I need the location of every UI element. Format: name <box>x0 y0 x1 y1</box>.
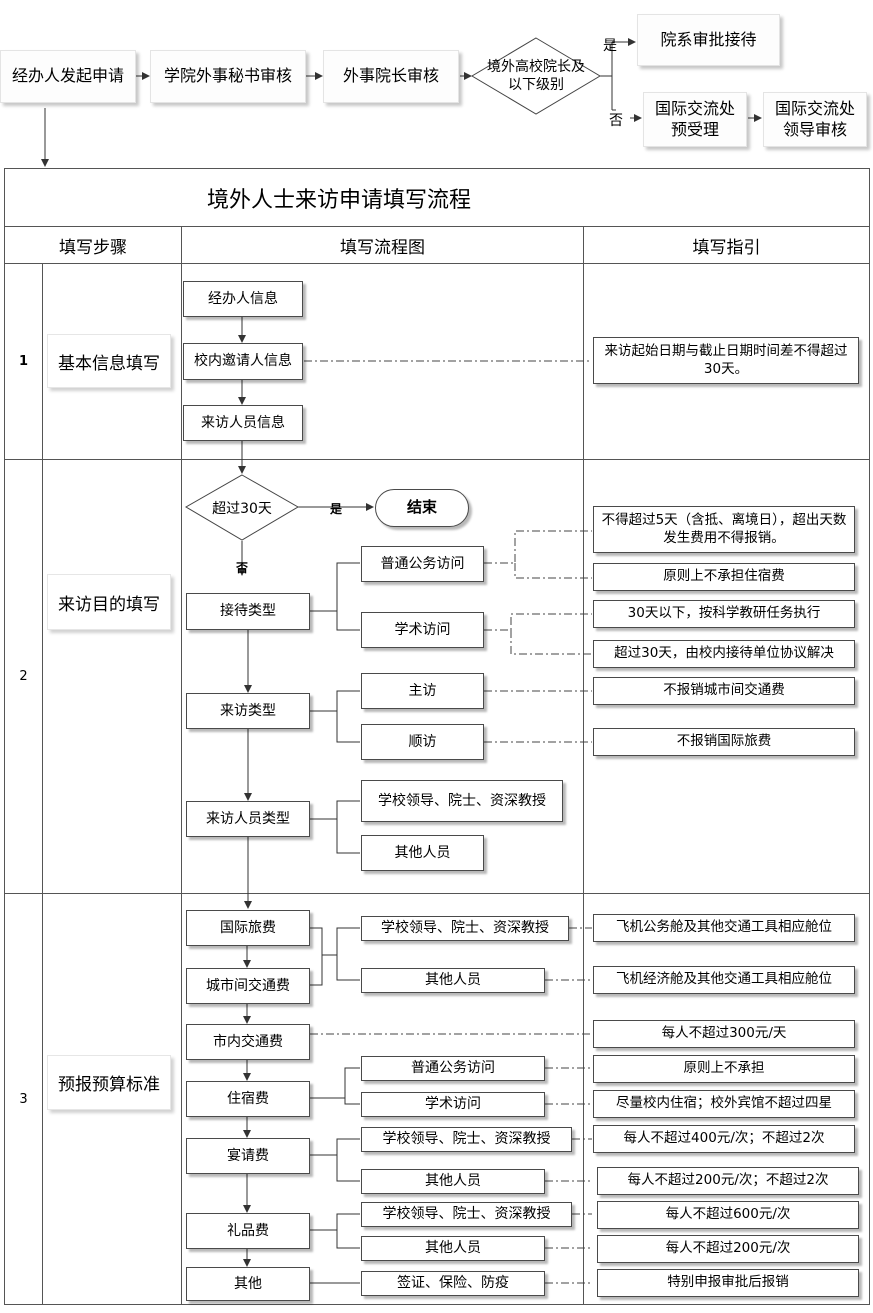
guide-lodging-normal: 原则上不承担 <box>593 1055 855 1083</box>
guide-no-lodging: 原则上不承担住宿费 <box>593 563 855 591</box>
box-visa-insurance: 签证、保险、防疫 <box>361 1271 545 1296</box>
box-intl-travel: 国际旅费 <box>186 910 310 946</box>
box-banquet: 宴请费 <box>186 1138 310 1174</box>
box-travel-others: 其他人员 <box>361 968 545 993</box>
box-visitor-leaders: 学校领导、院士、资深教授 <box>361 780 563 822</box>
box-visitor-info: 来访人员信息 <box>183 405 303 441</box>
guide-banquet-leaders: 每人不超过400元/次；不超过2次 <box>593 1125 855 1153</box>
guide-academic-over-30: 超过30天，由校内接待单位协议解决 <box>593 640 855 668</box>
box-reception-type: 接待类型 <box>186 593 310 630</box>
step-label-visit-purpose: 来访目的填写 <box>47 574 171 630</box>
box-banquet-others: 其他人员 <box>361 1169 545 1194</box>
top-step-dean-review: 外事院长审核 <box>323 50 459 103</box>
guide-business-class: 飞机公务舱及其他交通工具相应舱位 <box>593 914 855 942</box>
box-gift-leaders: 学校领导、院士、资深教授 <box>361 1202 572 1227</box>
guide-30-day-limit: 来访起始日期与截止日期时间差不得超过30天。 <box>593 337 859 384</box>
table-title: 境外人士来访申请填写流程 <box>207 187 472 213</box>
guide-economy-class: 飞机经济舱及其他交通工具相应舱位 <box>593 966 855 994</box>
decision-yes-label: 是 <box>330 502 343 516</box>
box-side-visit: 顺访 <box>361 724 484 760</box>
over-30-days-diamond <box>185 474 299 541</box>
box-gift: 礼品费 <box>186 1213 310 1249</box>
header-guide: 填写指引 <box>692 237 761 258</box>
guide-local-transport: 每人不超过300元/天 <box>593 1020 855 1048</box>
decision-over-30-text: 超过30天 <box>212 501 272 517</box>
step-label-basic-info: 基本信息填写 <box>47 334 171 388</box>
decision-no-label: 否 <box>236 561 249 575</box>
top-intl-leader-review: 国际交流处领导审核 <box>763 92 867 147</box>
box-visit-type: 来访类型 <box>186 693 310 729</box>
box-banquet-leaders: 学校领导、院士、资深教授 <box>361 1127 572 1152</box>
header-steps: 填写步骤 <box>59 237 127 258</box>
top-intl-pre-accept: 国际交流处预受理 <box>643 92 747 147</box>
box-other: 其他 <box>186 1267 310 1301</box>
top-dept-approval: 院系审批接待 <box>637 14 780 66</box>
step-number-3: 3 <box>19 1091 28 1107</box>
box-visitor-type: 来访人员类型 <box>186 801 310 837</box>
box-travel-leaders: 学校领导、院士、资深教授 <box>361 916 569 941</box>
box-academic-visit: 学术访问 <box>361 612 484 648</box>
top-step-initiate: 经办人发起申请 <box>0 50 136 103</box>
guide-special-approval: 特别申报审批后报销 <box>597 1269 859 1297</box>
top-no-label: 否 <box>609 113 623 129</box>
step-label-budget: 预报预算标准 <box>47 1055 171 1110</box>
box-lodging-academic: 学术访问 <box>361 1092 545 1117</box>
box-lodging-normal: 普通公务访问 <box>361 1056 545 1081</box>
guide-side-visit: 不报销国际旅费 <box>593 728 855 756</box>
top-decision-diamond <box>471 37 601 115</box>
guide-normal-5-days: 不得超过5天（含抵、离境日），超出天数发生费用不得报销。 <box>593 506 855 553</box>
step-number-2: 2 <box>19 669 28 684</box>
box-inviter-info: 校内邀请人信息 <box>183 343 303 380</box>
box-local-transport: 市内交通费 <box>186 1024 310 1060</box>
top-decision-text: 境外高校院长及以下级别 <box>487 59 585 94</box>
guide-main-visit: 不报销城市间交通费 <box>593 677 855 705</box>
guide-lodging-academic: 尽量校内住宿；校外宾馆不超过四星 <box>593 1090 855 1118</box>
box-normal-visit: 普通公务访问 <box>361 546 484 582</box>
box-gift-others: 其他人员 <box>361 1236 545 1261</box>
end-terminal: 结束 <box>375 489 469 527</box>
top-yes-label: 是 <box>603 38 617 54</box>
step-number-1: 1 <box>18 354 29 369</box>
top-step-secretary-review: 学院外事秘书审核 <box>150 50 306 103</box>
guide-banquet-others: 每人不超过200元/次；不超过2次 <box>597 1167 859 1195</box>
box-operator-info: 经办人信息 <box>183 281 303 317</box>
guide-academic-under-30: 30天以下，按科学教研任务执行 <box>593 600 855 628</box>
guide-gift-others: 每人不超过200元/次 <box>597 1235 859 1263</box>
box-main-visit: 主访 <box>361 673 484 709</box>
guide-gift-leaders: 每人不超过600元/次 <box>597 1201 859 1229</box>
box-visitor-others: 其他人员 <box>361 835 484 871</box>
box-intercity: 城市间交通费 <box>186 968 310 1004</box>
header-flowchart: 填写流程图 <box>340 237 425 258</box>
box-lodging: 住宿费 <box>186 1081 310 1117</box>
